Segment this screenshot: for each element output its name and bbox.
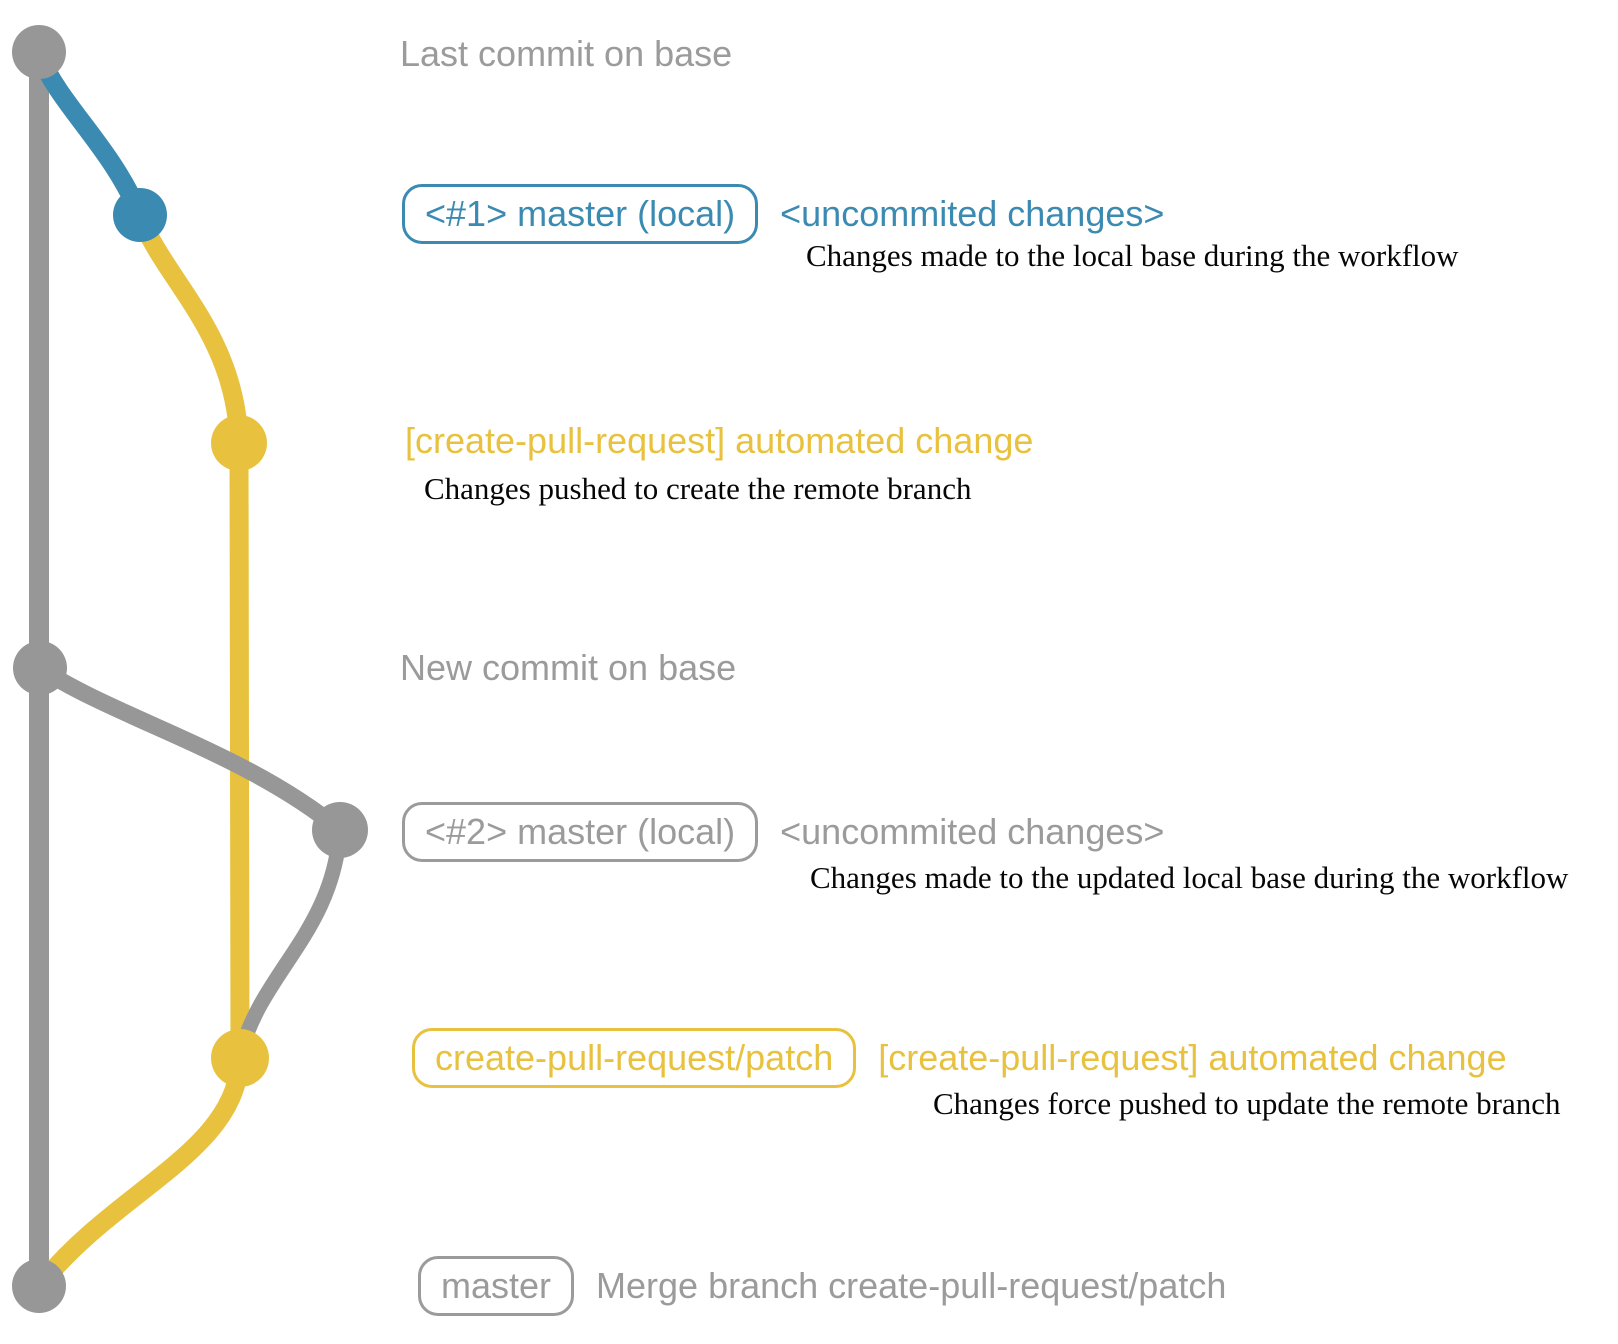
annotation-local-2: Changes made to the updated local base d… — [810, 860, 1569, 895]
commit-row-patch-2: create-pull-request/patch [create-pull-r… — [412, 1028, 1507, 1088]
commit-node-local-1 — [113, 188, 167, 242]
base-to-local2-curve — [31, 659, 349, 839]
commit-message-local-2: <uncommited changes> — [780, 811, 1165, 852]
branch-tag-master: master — [418, 1256, 575, 1316]
commit-row-merge: master Merge branch create-pull-request/… — [418, 1256, 1226, 1316]
base-to-local1-curve — [29, 45, 150, 225]
branch-tag-master-local-2: <#2> master (local) — [402, 802, 759, 862]
commit-node-new-base — [13, 641, 67, 695]
local2-to-patch-curve — [233, 822, 348, 1060]
commit-node-merge — [12, 1259, 66, 1313]
annotation-patch-1: Changes pushed to create the remote bran… — [424, 471, 972, 506]
commit-row-local-1: <#1> master (local) <uncommited changes> — [402, 184, 1164, 244]
annotation-patch-2: Changes force pushed to update the remot… — [933, 1086, 1561, 1121]
commit-message-patch-1: [create-pull-request] automated change — [405, 420, 1034, 461]
patch-branch-line — [130, 205, 250, 1068]
commit-message-patch-2: [create-pull-request] automated change — [878, 1037, 1507, 1078]
commit-node-local-2 — [312, 802, 368, 858]
branch-tag-patch: create-pull-request/patch — [412, 1028, 857, 1088]
branch-tag-master-local-1: <#1> master (local) — [402, 184, 759, 244]
commit-row-local-2: <#2> master (local) <uncommited changes> — [402, 802, 1164, 862]
commit-message-local-1: <uncommited changes> — [780, 193, 1165, 234]
commit-message-merge: Merge branch create-pull-request/patch — [596, 1265, 1227, 1306]
commit-node-patch-1 — [211, 415, 267, 471]
commit-node-last-base — [12, 25, 66, 79]
patch-merge-curve — [31, 1048, 250, 1294]
commit-node-patch-2 — [211, 1029, 269, 1087]
last-commit-label: Last commit on base — [400, 33, 733, 74]
new-commit-label: New commit on base — [400, 647, 737, 688]
annotation-local-1: Changes made to the local base during th… — [806, 238, 1459, 273]
